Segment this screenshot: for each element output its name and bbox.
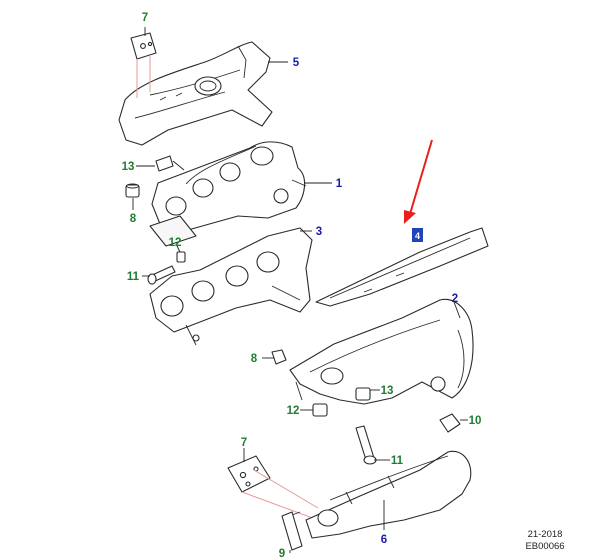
callout-4-highlight bbox=[412, 228, 423, 242]
callout-3: 3 bbox=[316, 226, 322, 238]
stud-12-mid[interactable] bbox=[312, 403, 328, 417]
stud-13-mid[interactable] bbox=[355, 387, 371, 401]
nut-8-mid[interactable] bbox=[271, 349, 287, 365]
clip-10[interactable] bbox=[439, 413, 461, 433]
callout-8-mid: 8 bbox=[251, 353, 258, 365]
red-arrow-icon bbox=[404, 139, 433, 224]
nut-8-upper[interactable] bbox=[125, 183, 140, 198]
diagram-reference-code: EB00066 bbox=[525, 541, 564, 552]
heat-shield-lower[interactable] bbox=[289, 298, 474, 405]
callout-5: 5 bbox=[293, 57, 300, 69]
callout-1: 1 bbox=[336, 178, 343, 190]
stud-12-upper[interactable] bbox=[176, 251, 186, 263]
stud-9[interactable] bbox=[281, 511, 303, 551]
callout-9: 9 bbox=[279, 548, 285, 560]
bolt-11-mid[interactable] bbox=[355, 425, 377, 465]
heat-shield-upper[interactable] bbox=[118, 41, 273, 146]
callout-6: 6 bbox=[381, 534, 387, 546]
bolt-11-upper[interactable] bbox=[147, 265, 176, 285]
callout-10: 10 bbox=[469, 415, 482, 427]
heat-shield-strip[interactable] bbox=[315, 227, 489, 307]
callout-11-upper: 11 bbox=[127, 271, 140, 283]
bracket-upper[interactable] bbox=[130, 32, 157, 98]
exhaust-manifold-lower[interactable] bbox=[283, 450, 472, 539]
stud-13-upper[interactable] bbox=[155, 155, 185, 172]
callout-12-upper: 12 bbox=[169, 237, 182, 249]
washer-plate-left bbox=[149, 215, 197, 247]
manifold-gasket[interactable] bbox=[149, 227, 313, 346]
leader-lines bbox=[132, 27, 468, 553]
callout-11-lower: 11 bbox=[391, 455, 404, 467]
callout-7-lower: 7 bbox=[241, 437, 247, 449]
callout-7-upper: 7 bbox=[142, 12, 148, 24]
bracket-lower[interactable] bbox=[227, 455, 319, 521]
callout-12-mid: 12 bbox=[287, 405, 300, 417]
callout-4: 4 bbox=[415, 231, 420, 241]
callout-8-upper: 8 bbox=[130, 213, 137, 225]
callout-13-upper: 13 bbox=[122, 161, 135, 173]
exhaust-manifold-upper[interactable] bbox=[151, 141, 307, 231]
callout-2: 2 bbox=[452, 293, 458, 305]
callout-13-mid: 13 bbox=[381, 385, 394, 397]
diagram-date-code: 21-2018 bbox=[528, 529, 563, 540]
